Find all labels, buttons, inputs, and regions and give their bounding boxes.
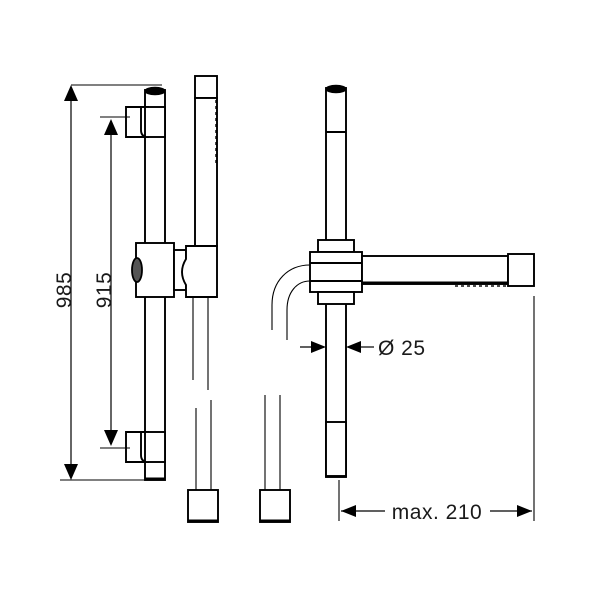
side-elevation-view <box>271 84 535 478</box>
slider-holder-front <box>131 242 187 298</box>
arrow-right-icon <box>517 505 532 517</box>
arrow-up-icon <box>104 119 118 135</box>
dimension-max-projection: max. 210 <box>338 296 535 524</box>
wall-bar-side <box>325 84 347 478</box>
arrow-down-icon <box>104 430 118 446</box>
hose-connector-front <box>187 489 219 523</box>
front-elevation-view <box>125 75 219 523</box>
arrow-left-icon <box>346 341 361 353</box>
shower-hose-front <box>192 297 212 490</box>
handshower-side <box>361 253 535 287</box>
bottom-wall-bracket <box>125 431 166 463</box>
dimension-overall-height: 985 <box>53 84 162 481</box>
handshower-front <box>181 75 218 298</box>
dimension-bar-diameter: Ø 25 <box>300 318 426 368</box>
arrow-down-icon <box>64 464 78 480</box>
dimension-label-bar-diameter: Ø 25 <box>378 337 426 360</box>
dimension-label-max-projection: max. 210 <box>392 501 482 524</box>
shower-hose-front-lower <box>259 395 291 523</box>
top-wall-bracket <box>125 106 166 138</box>
slider-holder-side <box>309 239 363 305</box>
dimension-bar-length: 915 <box>93 116 130 449</box>
arrow-left-icon <box>341 505 356 517</box>
arrow-right-icon <box>311 341 326 353</box>
dimension-label-bar-length: 915 <box>93 272 116 309</box>
dimension-label-overall-height: 985 <box>53 272 76 309</box>
shower-hose-side <box>271 264 311 340</box>
arrow-up-icon <box>64 85 78 101</box>
